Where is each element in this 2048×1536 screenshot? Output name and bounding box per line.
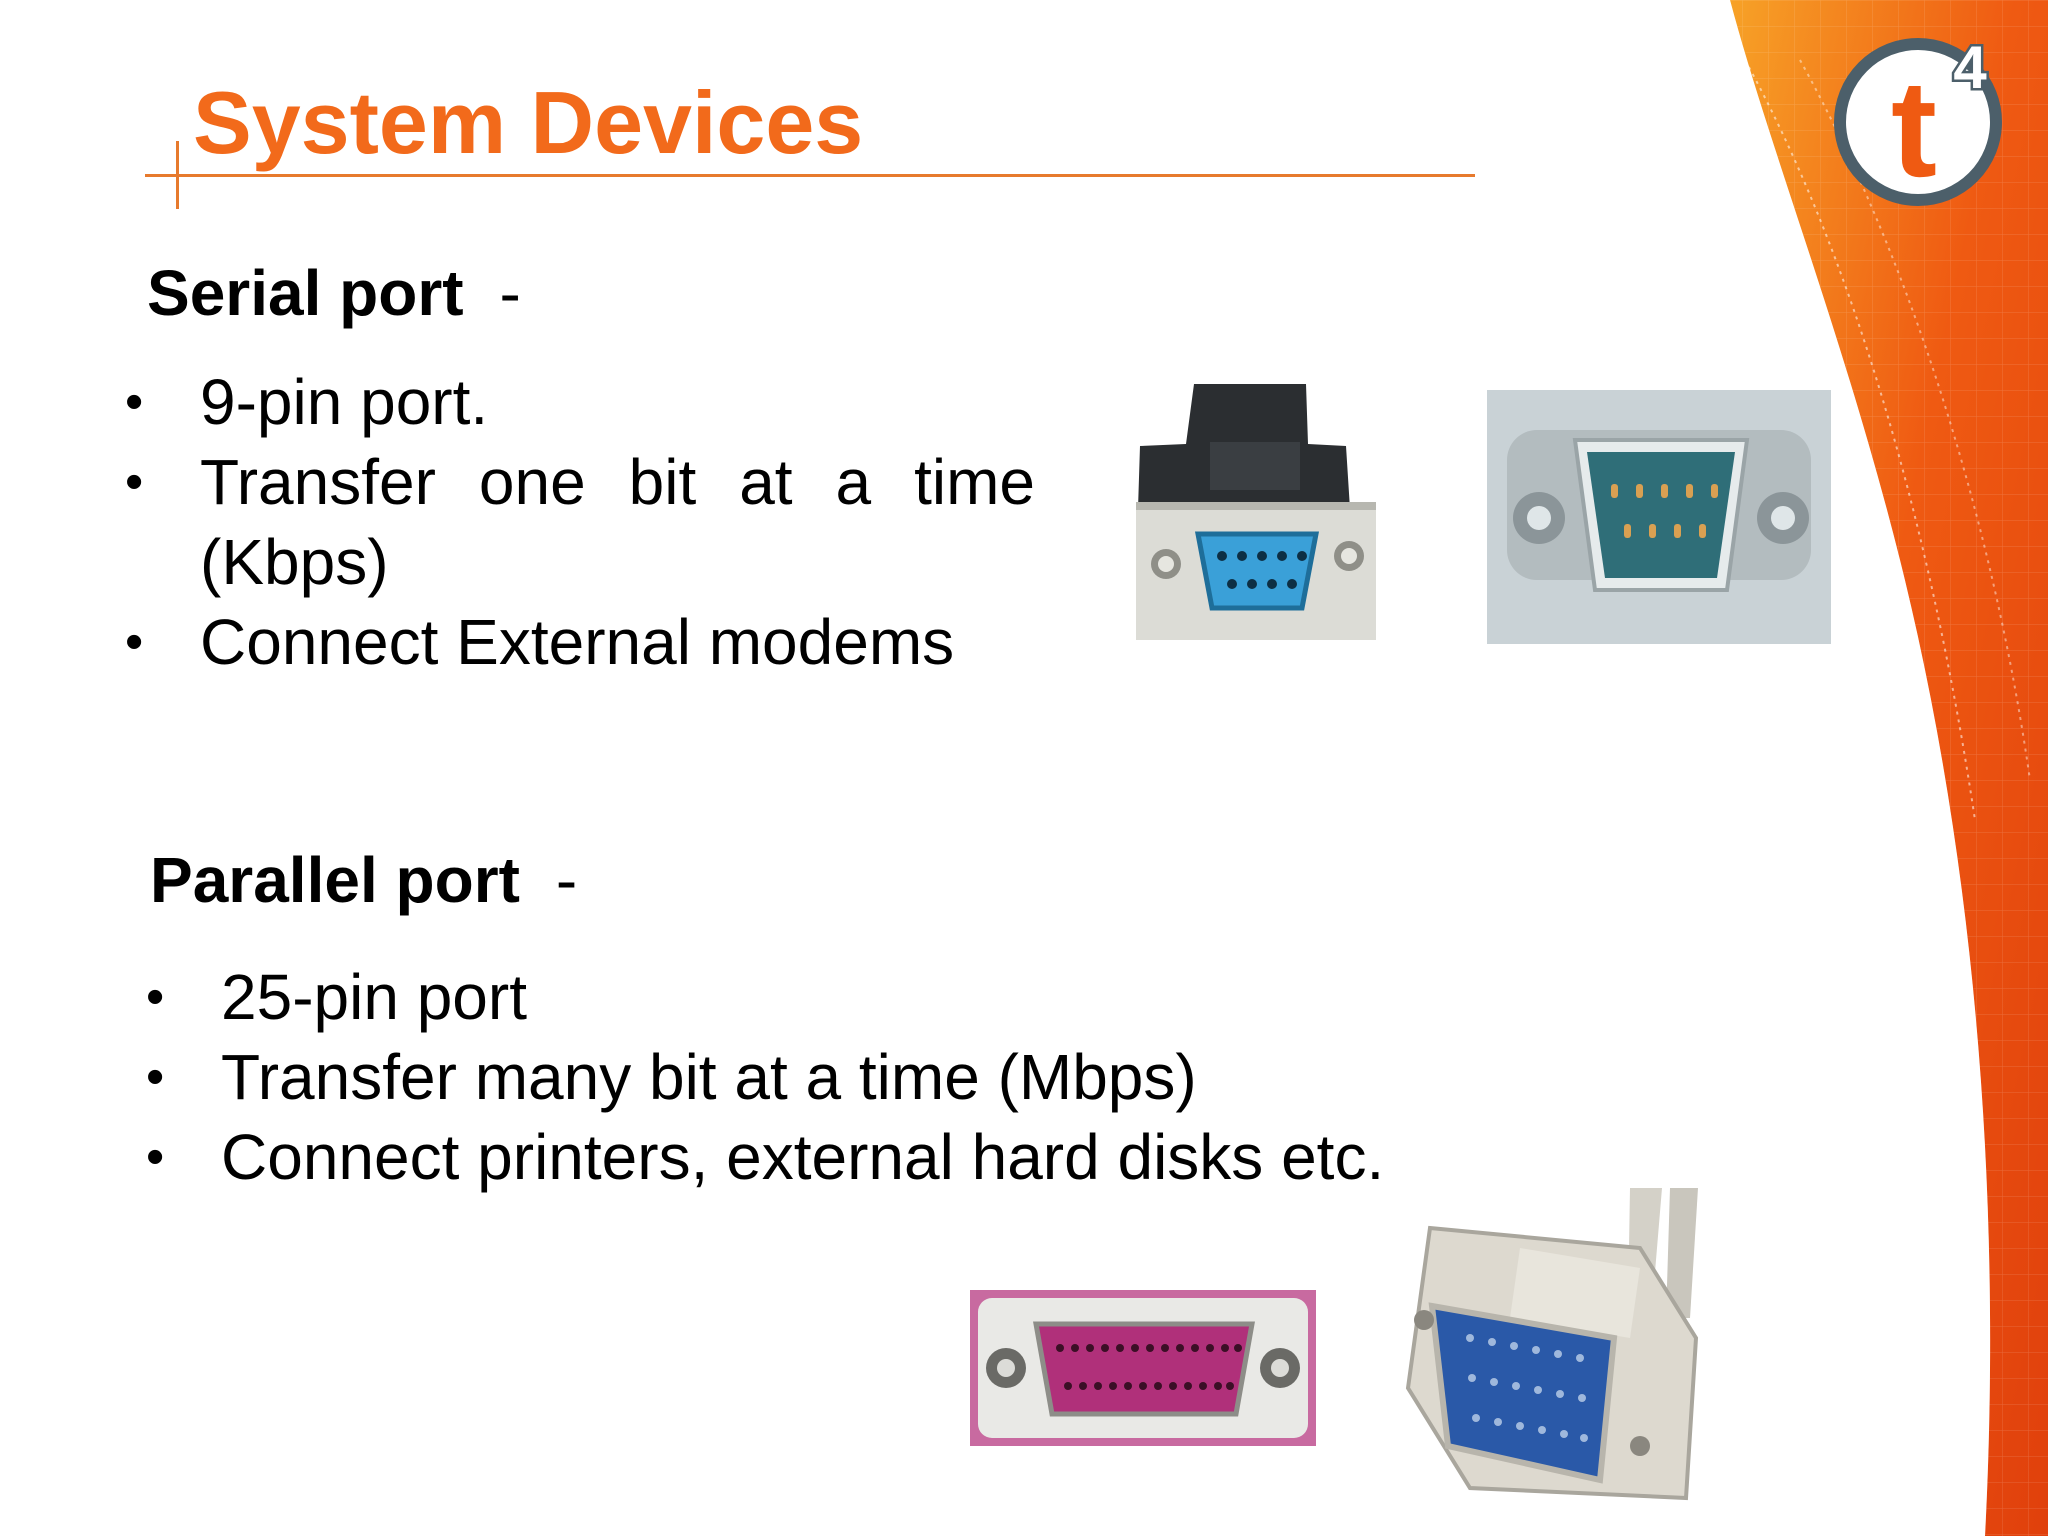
parallel-port-heading: Parallel port- bbox=[150, 843, 577, 917]
title-crosshair-tick bbox=[176, 141, 179, 209]
bullet-text: 25-pin port bbox=[221, 961, 527, 1033]
bullet-text: Transfer one bit at a time (Kbps) bbox=[200, 446, 1035, 598]
logo-letter: t bbox=[1891, 52, 1937, 206]
logo-superscript: 4 bbox=[1953, 34, 1987, 101]
parallel-port-bullet-list: • 25-pin port • Transfer many bit at a tim… bbox=[146, 957, 1546, 1197]
list-item: • 9-pin port. bbox=[125, 362, 1035, 442]
bullet-text: Transfer many bit at a time (Mbps) bbox=[221, 1041, 1197, 1113]
serial-port-heading: Serial port- bbox=[147, 256, 521, 330]
parallel-port-heading-dash: - bbox=[555, 844, 578, 916]
bullet-icon: • bbox=[125, 613, 144, 671]
title-underline bbox=[145, 174, 1475, 177]
bullet-icon: • bbox=[146, 1128, 165, 1186]
parallel-port-heading-text: Parallel port bbox=[150, 844, 520, 916]
serial-port-heading-dash: - bbox=[499, 257, 521, 329]
parallel-female-port-photo bbox=[970, 1290, 1316, 1446]
slide-title: System Devices bbox=[193, 73, 864, 172]
list-item: • Transfer many bit at a time (Mbps) bbox=[146, 1037, 1546, 1117]
list-item: • 25-pin port bbox=[146, 957, 1546, 1037]
list-item: • Connect External modems bbox=[125, 602, 1035, 682]
serial-female-connector-photo bbox=[1136, 384, 1376, 640]
serial-port-bullet-list: • 9-pin port. • Transfer one bit at a time… bbox=[125, 362, 1035, 682]
serial-port-heading-text: Serial port bbox=[147, 257, 464, 329]
list-item: • Transfer one bit at a time (Kbps) bbox=[125, 442, 1035, 602]
bullet-text: Connect printers, external hard disks et… bbox=[221, 1121, 1385, 1193]
parallel-male-cable-photo bbox=[1400, 1188, 1730, 1528]
t4-logo: t 4 bbox=[1834, 32, 2002, 206]
bullet-icon: • bbox=[146, 968, 165, 1026]
bullet-icon: • bbox=[125, 373, 144, 431]
bullet-icon: • bbox=[146, 1048, 165, 1106]
bullet-text: Connect External modems bbox=[200, 606, 955, 678]
bullet-icon: • bbox=[125, 453, 144, 511]
serial-male-port-photo bbox=[1487, 390, 1831, 644]
bullet-text: 9-pin port. bbox=[200, 366, 489, 438]
list-item: • Connect printers, external hard disks e… bbox=[146, 1117, 1546, 1197]
